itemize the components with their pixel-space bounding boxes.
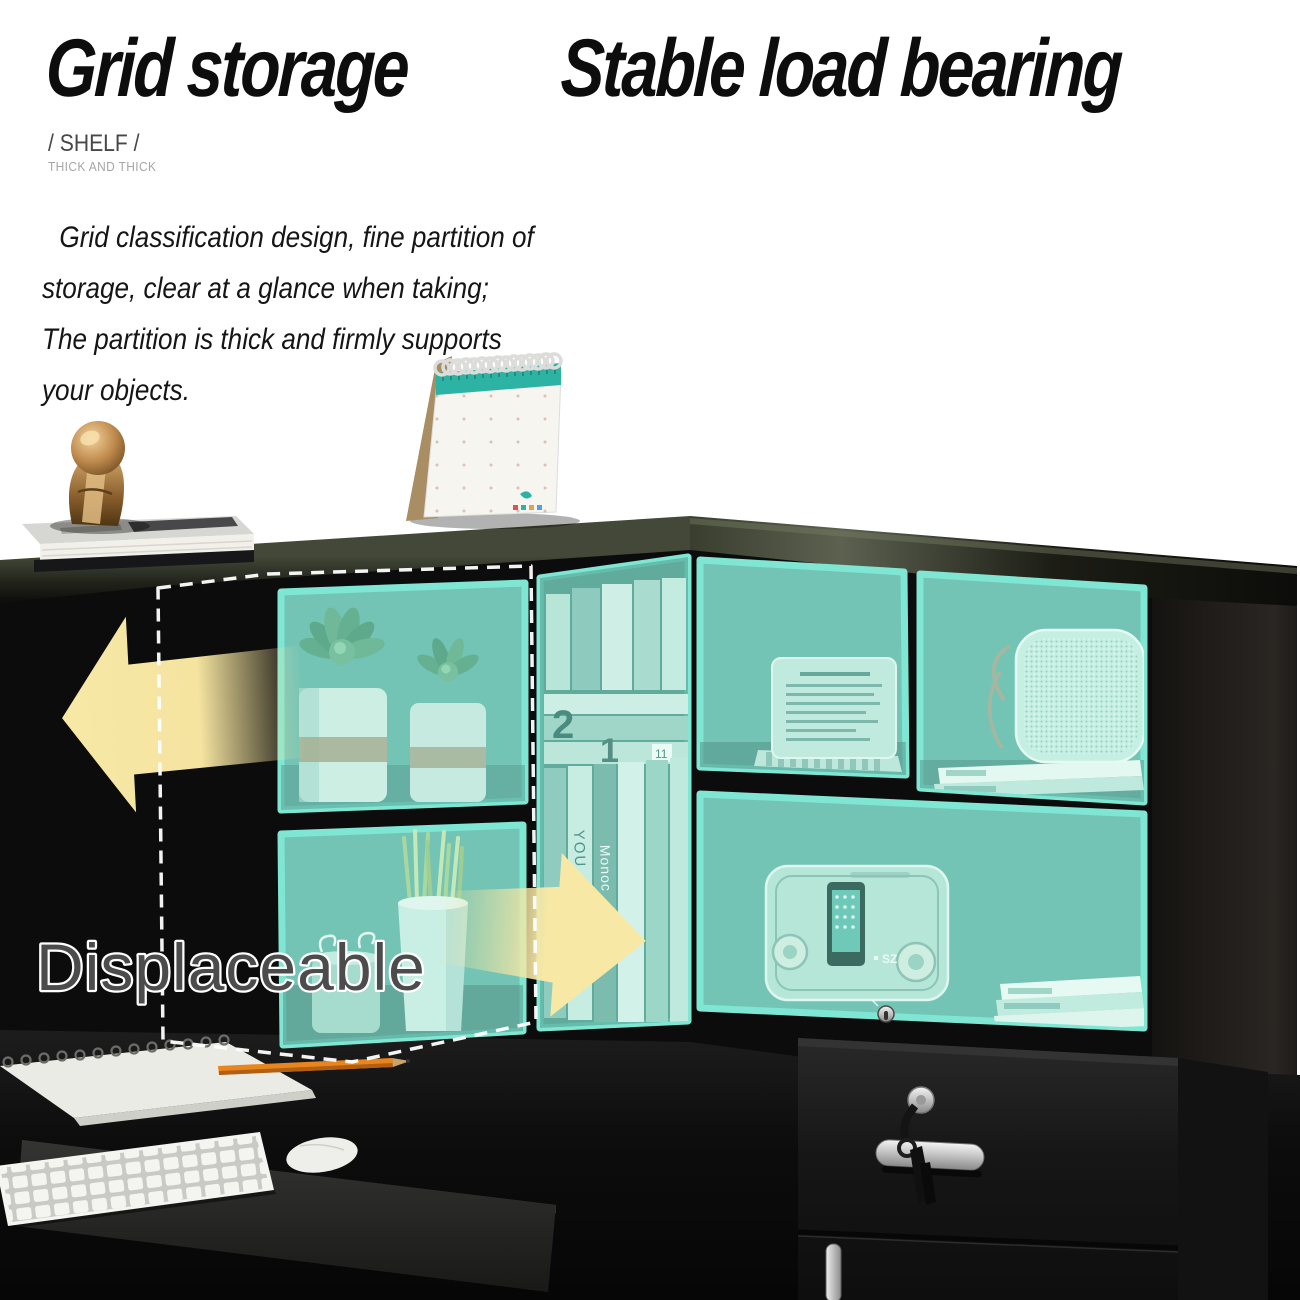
- cell-speaker-highlight: [916, 570, 1148, 806]
- spiral-notebook: [0, 1034, 316, 1126]
- succulent-pot-large: [299, 607, 387, 802]
- paragraph-line: storage, clear at a glance when taking;: [42, 272, 489, 305]
- hutch-top-left: [0, 516, 690, 603]
- cabinet-door-handle: [825, 1243, 842, 1300]
- shelf-tag: / SHELF /: [48, 130, 140, 157]
- book-spine-number: 1: [600, 732, 619, 770]
- paragraph-line: your objects.: [42, 374, 190, 407]
- book-spine-label: Monoc: [597, 845, 615, 893]
- radio-label: SZ: [882, 952, 897, 966]
- radio-ipod-dock: SZ: [764, 864, 950, 1002]
- dashed-outline: [156, 564, 538, 1064]
- annotation-displaceable: Displaceable: [36, 930, 426, 1004]
- hutch-top-edge-highlight: [690, 518, 1297, 574]
- spiral-coils: [433, 352, 563, 377]
- book-stack: [22, 516, 254, 572]
- book-spine-label: YOU: [570, 830, 588, 869]
- description-paragraph: Grid classification design, fine partiti…: [42, 212, 534, 416]
- docked-iphone: [827, 882, 865, 966]
- right-arrow-icon: [441, 852, 646, 1017]
- hutch-top-right: [690, 516, 1297, 606]
- book-spine-number: 2: [552, 703, 574, 747]
- cell-plants-highlight: [277, 579, 529, 814]
- hutch-keyhole: [871, 999, 895, 1023]
- cell-radio-highlight: SZ: [696, 790, 1148, 1032]
- paragraph-line: The partition is thick and firmly suppor…: [42, 323, 502, 356]
- drawer-unit: [797, 1038, 1268, 1300]
- mouse: [286, 1137, 358, 1173]
- tablet-stand: [754, 657, 902, 772]
- shelf-tag-sub: THICK AND THICK: [48, 159, 157, 174]
- paragraph-line: Grid classification design, fine partiti…: [59, 221, 534, 254]
- left-arrow-icon: [62, 616, 305, 813]
- book-spine-number: 11: [655, 747, 668, 761]
- pencil-sticks: [402, 828, 464, 905]
- cell-pencil-cup-highlight: [277, 821, 527, 1049]
- cell-tablet-highlight: [696, 556, 910, 779]
- calendar-logo: [513, 491, 542, 510]
- keyboard: [0, 1132, 274, 1226]
- succulent-pot-small: [410, 638, 486, 802]
- portable-speaker: [988, 628, 1144, 764]
- desk-organizer-jar: [312, 931, 380, 1033]
- hanging-keys: [897, 1103, 936, 1205]
- desk-calendar: [406, 352, 580, 529]
- bronze-figurine: [50, 421, 150, 534]
